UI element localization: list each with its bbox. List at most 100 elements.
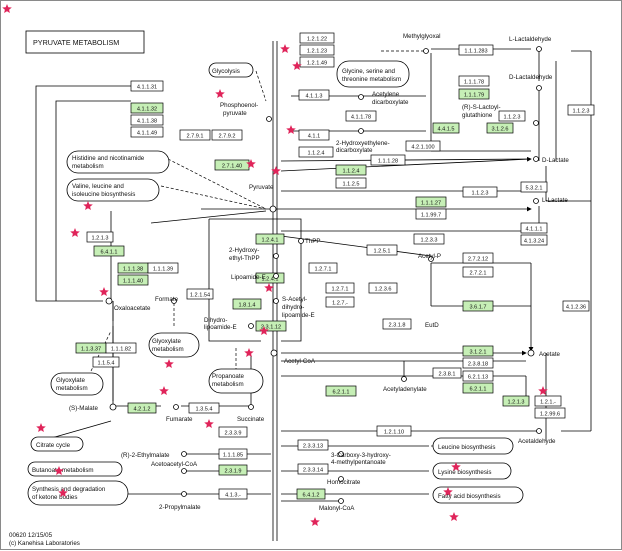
enzyme-box-rect[interactable]: [415, 208, 447, 220]
enzyme-box[interactable]: 2.3.3.9: [218, 426, 248, 438]
enzyme-box[interactable]: 3.1.2.1: [462, 345, 494, 357]
enzyme-box-rect[interactable]: [130, 126, 164, 138]
enzyme-box-rect[interactable]: [405, 140, 441, 152]
enzyme-box-rect[interactable]: [462, 345, 494, 357]
enzyme-box-rect[interactable]: [462, 357, 494, 369]
enzyme-box-rect[interactable]: [502, 395, 530, 407]
enzyme-box-rect[interactable]: [498, 110, 526, 122]
enzyme-box[interactable]: 2.7.9.2: [211, 129, 243, 141]
enzyme-box-rect[interactable]: [127, 402, 157, 414]
enzyme-box-rect[interactable]: [462, 186, 498, 198]
enzyme-box-rect[interactable]: [147, 262, 179, 274]
enzyme-box-rect[interactable]: [335, 164, 367, 176]
enzyme-box[interactable]: 6.4.1.2: [296, 488, 326, 500]
enzyme-box[interactable]: 2.7.2.1: [462, 266, 494, 278]
enzyme-box-rect[interactable]: [255, 320, 287, 332]
enzyme-box-rect[interactable]: [562, 300, 590, 312]
enzyme-box[interactable]: 1.2.7.1: [308, 262, 338, 274]
enzyme-box[interactable]: 1.1.1.40: [117, 274, 149, 286]
enzyme-box[interactable]: 2.3.1.9: [218, 464, 248, 476]
enzyme-box[interactable]: 1.1.1.85: [218, 448, 248, 460]
enzyme-box[interactable]: 1.1.1.283: [458, 44, 494, 56]
enzyme-box-rect[interactable]: [486, 122, 514, 134]
enzyme-box[interactable]: 2.7.1.40: [214, 159, 250, 171]
enzyme-box-rect[interactable]: [298, 146, 334, 158]
enzyme-box[interactable]: 1.2.1.-: [534, 395, 562, 407]
enzyme-box[interactable]: 4.1.1.49: [130, 126, 164, 138]
enzyme-box[interactable]: 4.2.1.100: [405, 140, 441, 152]
enzyme-box-rect[interactable]: [298, 129, 330, 141]
enzyme-box-rect[interactable]: [179, 129, 211, 141]
enzyme-box[interactable]: 4.1.2.36: [562, 300, 590, 312]
enzyme-box[interactable]: 3.1.2.6: [486, 122, 514, 134]
enzyme-box-rect[interactable]: [232, 298, 262, 310]
enzyme-box[interactable]: 4.4.1.5: [432, 122, 460, 134]
enzyme-box[interactable]: 1.1.2.3: [567, 104, 595, 116]
enzyme-box-rect[interactable]: [335, 177, 367, 189]
enzyme-box-rect[interactable]: [368, 282, 398, 294]
enzyme-box[interactable]: 2.3.1.8: [382, 318, 412, 330]
enzyme-box[interactable]: 1.1.1.39: [147, 262, 179, 274]
enzyme-box-rect[interactable]: [415, 196, 447, 208]
enzyme-box[interactable]: 1.8.1.4: [232, 298, 262, 310]
enzyme-box[interactable]: 1.1.1.27: [415, 196, 447, 208]
enzyme-box[interactable]: 1.1.99.7: [415, 208, 447, 220]
enzyme-box-rect[interactable]: [462, 266, 494, 278]
enzyme-box[interactable]: 1.1.2.5: [335, 177, 367, 189]
enzyme-box-rect[interactable]: [188, 402, 220, 414]
enzyme-box[interactable]: 1.2.3.3: [413, 233, 445, 245]
enzyme-box-rect[interactable]: [297, 439, 329, 451]
enzyme-box[interactable]: 1.1.2.3: [498, 110, 526, 122]
enzyme-box-rect[interactable]: [325, 282, 355, 294]
enzyme-box[interactable]: 6.4.1.1: [93, 245, 125, 257]
enzyme-box[interactable]: 1.1.1.28: [370, 154, 406, 166]
enzyme-box[interactable]: 4.1.3.24: [520, 234, 548, 246]
enzyme-box-rect[interactable]: [370, 154, 406, 166]
enzyme-box-rect[interactable]: [432, 122, 460, 134]
enzyme-box-rect[interactable]: [345, 110, 377, 122]
enzyme-box[interactable]: 2.7.2.12: [462, 252, 494, 264]
enzyme-box-rect[interactable]: [130, 80, 164, 92]
enzyme-box-rect[interactable]: [255, 272, 285, 284]
enzyme-box-rect[interactable]: [117, 274, 149, 286]
enzyme-box-rect[interactable]: [462, 382, 494, 394]
enzyme-box[interactable]: 1.1.5.4: [92, 356, 120, 368]
enzyme-box-rect[interactable]: [296, 488, 326, 500]
enzyme-box-rect[interactable]: [299, 32, 335, 44]
enzyme-box-rect[interactable]: [458, 44, 494, 56]
enzyme-box[interactable]: 1.1.3.37: [75, 342, 107, 354]
enzyme-box-rect[interactable]: [86, 231, 114, 243]
enzyme-box[interactable]: 1.1.1.78: [458, 75, 490, 87]
enzyme-box[interactable]: 1.2.1.10: [376, 425, 412, 437]
enzyme-box[interactable]: 1.1.1.82: [105, 342, 137, 354]
enzyme-box-rect[interactable]: [520, 222, 548, 234]
enzyme-box-rect[interactable]: [458, 75, 490, 87]
enzyme-box-rect[interactable]: [218, 464, 248, 476]
enzyme-box[interactable]: 1.1.2.4: [298, 146, 334, 158]
enzyme-box-rect[interactable]: [218, 488, 248, 500]
enzyme-box-rect[interactable]: [298, 89, 330, 101]
enzyme-box[interactable]: 1.2.3.6: [368, 282, 398, 294]
enzyme-box-rect[interactable]: [297, 463, 329, 475]
enzyme-box[interactable]: 1.2.1.54: [186, 288, 214, 300]
enzyme-box-rect[interactable]: [458, 88, 490, 100]
enzyme-box[interactable]: 3.6.1.7: [462, 300, 494, 312]
enzyme-box-rect[interactable]: [366, 244, 398, 256]
enzyme-box[interactable]: 6.2.1.1: [325, 385, 357, 397]
enzyme-box-rect[interactable]: [299, 56, 335, 68]
enzyme-box[interactable]: 2.3.3.14: [297, 463, 329, 475]
enzyme-box[interactable]: 2.3.3.13: [297, 439, 329, 451]
enzyme-box-rect[interactable]: [325, 385, 357, 397]
enzyme-box-rect[interactable]: [218, 426, 248, 438]
enzyme-box[interactable]: 4.1.1.78: [345, 110, 377, 122]
enzyme-box[interactable]: 1.1.1.79: [458, 88, 490, 100]
enzyme-box-rect[interactable]: [534, 395, 562, 407]
enzyme-box[interactable]: 1.1.2.3: [462, 186, 498, 198]
enzyme-box-rect[interactable]: [255, 233, 285, 245]
enzyme-box[interactable]: 1.2.1.49: [299, 56, 335, 68]
enzyme-box[interactable]: 4.1.1.1: [520, 222, 548, 234]
enzyme-box[interactable]: 2.3.1.12: [255, 320, 287, 332]
enzyme-box[interactable]: 1.2.1.23: [299, 44, 335, 56]
enzyme-box-rect[interactable]: [432, 367, 462, 379]
enzyme-box-rect[interactable]: [382, 318, 412, 330]
